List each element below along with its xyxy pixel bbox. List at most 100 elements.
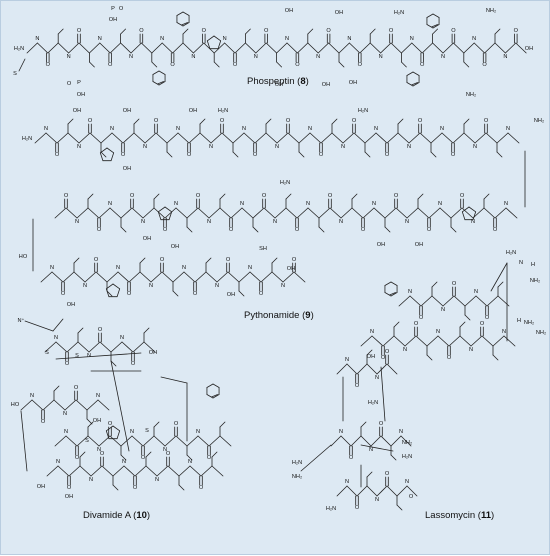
bond — [360, 421, 367, 428]
atom-label: O — [94, 257, 99, 263]
bond — [307, 42, 319, 54]
atom-label: N — [155, 477, 159, 483]
bond — [496, 132, 509, 144]
bond — [412, 71, 420, 76]
bond — [66, 341, 79, 353]
bond — [182, 11, 190, 16]
bond — [300, 444, 332, 472]
atom-label: O — [295, 227, 300, 233]
atom-label: N — [83, 283, 87, 289]
bond — [205, 257, 212, 264]
bond — [431, 281, 438, 288]
bond — [330, 435, 342, 447]
bond — [168, 211, 173, 221]
bond — [406, 485, 418, 497]
atom-label: OH — [123, 108, 131, 114]
bond — [51, 271, 64, 283]
atom-label: NH₂ — [486, 8, 496, 14]
atom-label: O — [292, 257, 297, 263]
caption-phospeptin: Phospeptin (8) — [247, 76, 309, 87]
bond — [376, 485, 388, 497]
bond — [380, 42, 392, 54]
bond — [255, 42, 267, 54]
bond — [182, 22, 190, 27]
bond — [101, 465, 114, 477]
caption-divamide-number: 10 — [136, 510, 147, 521]
atom-label: O — [349, 455, 354, 461]
bond — [116, 430, 121, 440]
atom-label: O — [355, 383, 360, 389]
bond — [89, 132, 102, 144]
bond — [128, 271, 141, 283]
caption-pythonamide: Pythonamide (9) — [244, 310, 314, 321]
bond — [213, 42, 226, 54]
bond — [370, 435, 382, 447]
bond — [494, 207, 507, 219]
bond — [415, 335, 428, 347]
atom-label: O — [355, 505, 360, 511]
bond — [192, 42, 205, 54]
bond — [120, 226, 127, 233]
atom-label: O — [389, 28, 394, 34]
bond — [189, 465, 202, 477]
atom-label: OH — [349, 80, 357, 86]
bond — [208, 435, 221, 447]
bond — [86, 399, 99, 411]
bond — [213, 35, 222, 42]
bond — [390, 42, 402, 54]
atom-label: N — [163, 447, 167, 453]
atom-label: O — [229, 227, 234, 233]
atom-label: N — [472, 36, 476, 42]
atom-label: N — [306, 201, 310, 207]
atom-label: N — [441, 54, 445, 60]
atom-label: N — [254, 54, 258, 60]
bond — [386, 485, 398, 497]
bond — [340, 207, 353, 219]
bond — [359, 42, 371, 54]
bond — [389, 292, 396, 296]
atom-label: N — [98, 36, 102, 42]
bond — [62, 271, 75, 283]
atom-label: N — [240, 201, 244, 207]
bond — [100, 151, 107, 158]
bond — [116, 288, 121, 298]
bond — [431, 24, 438, 28]
atom-label: N — [370, 329, 374, 335]
bond — [212, 383, 220, 388]
bond — [350, 435, 362, 447]
atom-label: N — [405, 479, 409, 485]
atom-label: OH — [367, 354, 375, 360]
bond — [252, 226, 259, 233]
atom-label: N — [369, 447, 373, 453]
atom-label: S — [75, 353, 79, 359]
bond — [386, 132, 399, 144]
bond — [453, 295, 466, 307]
atom-label: H₂N — [402, 454, 412, 460]
atom-label: N — [375, 375, 379, 381]
bond — [140, 42, 153, 54]
bond — [42, 399, 55, 411]
bond — [296, 42, 309, 54]
bond — [44, 341, 57, 353]
atom-label: NH₂ — [530, 278, 540, 284]
bond — [132, 341, 145, 353]
bond — [206, 40, 211, 50]
bond — [110, 341, 123, 353]
bond — [362, 207, 375, 219]
bond — [390, 281, 398, 286]
bond — [78, 42, 90, 54]
bond — [360, 435, 372, 447]
bond — [492, 354, 499, 361]
bond — [121, 341, 134, 353]
atom-label: N — [188, 459, 192, 465]
atom-label: S — [45, 350, 49, 356]
bond — [285, 193, 292, 200]
bond — [463, 61, 470, 68]
caption-divamide: Divamide A (10) — [83, 510, 151, 521]
bond — [175, 435, 188, 447]
bond — [203, 42, 215, 54]
bond — [186, 226, 193, 233]
bond — [26, 42, 38, 54]
